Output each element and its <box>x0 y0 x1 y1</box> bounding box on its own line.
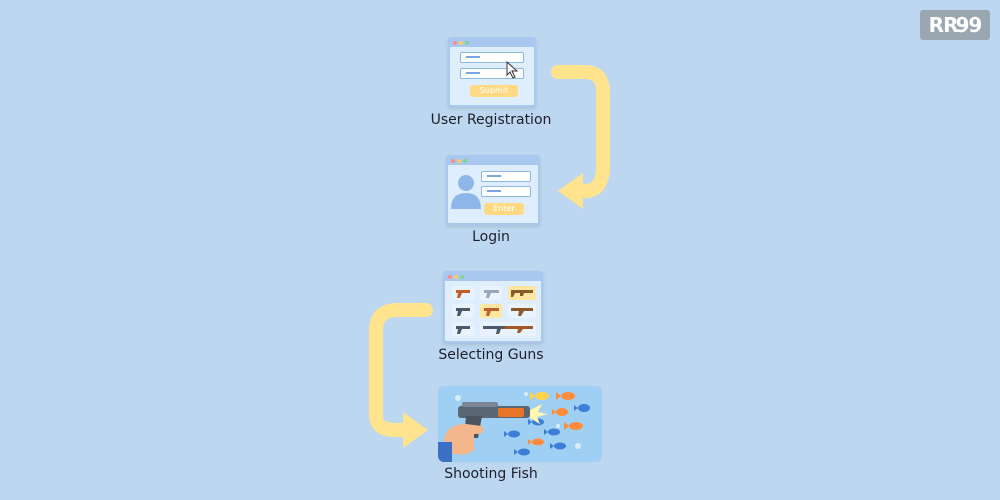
gun-selection-illustration <box>443 271 543 343</box>
name-field <box>460 52 524 63</box>
username-field <box>481 171 531 182</box>
registration-form-illustration: Submit <box>448 37 536 107</box>
user-avatar-icon <box>451 175 481 209</box>
fish-shooting-scene <box>438 392 590 462</box>
password-field <box>481 186 531 197</box>
arrow-guns-to-fish <box>369 303 433 437</box>
logo-text: RR <box>928 13 959 37</box>
window-titlebar <box>448 157 538 165</box>
fish-group <box>504 392 590 456</box>
submit-button: Submit <box>470 85 518 97</box>
step-label-shooting-fish: Shooting Fish <box>444 466 538 482</box>
window-titlebar <box>445 273 541 281</box>
shooting-fish-illustration <box>438 386 602 462</box>
email-field <box>460 68 524 79</box>
gun-icons <box>456 290 533 334</box>
muzzle-flash <box>530 404 548 424</box>
window-titlebar <box>450 39 534 47</box>
arrow-head-2 <box>403 412 428 448</box>
hand-shape <box>438 424 484 462</box>
cursor-icon <box>506 61 519 79</box>
logo-number: 99 <box>955 13 982 37</box>
login-form-illustration: Enter <box>446 155 540 225</box>
step-label-registration: User Registration <box>430 112 552 128</box>
arrow-head-1 <box>558 173 583 209</box>
step-label-login: Login <box>472 229 510 245</box>
arrow-registration-to-login <box>551 65 610 198</box>
step-label-selecting-guns: Selecting Guns <box>438 347 544 363</box>
enter-button: Enter <box>484 203 524 215</box>
